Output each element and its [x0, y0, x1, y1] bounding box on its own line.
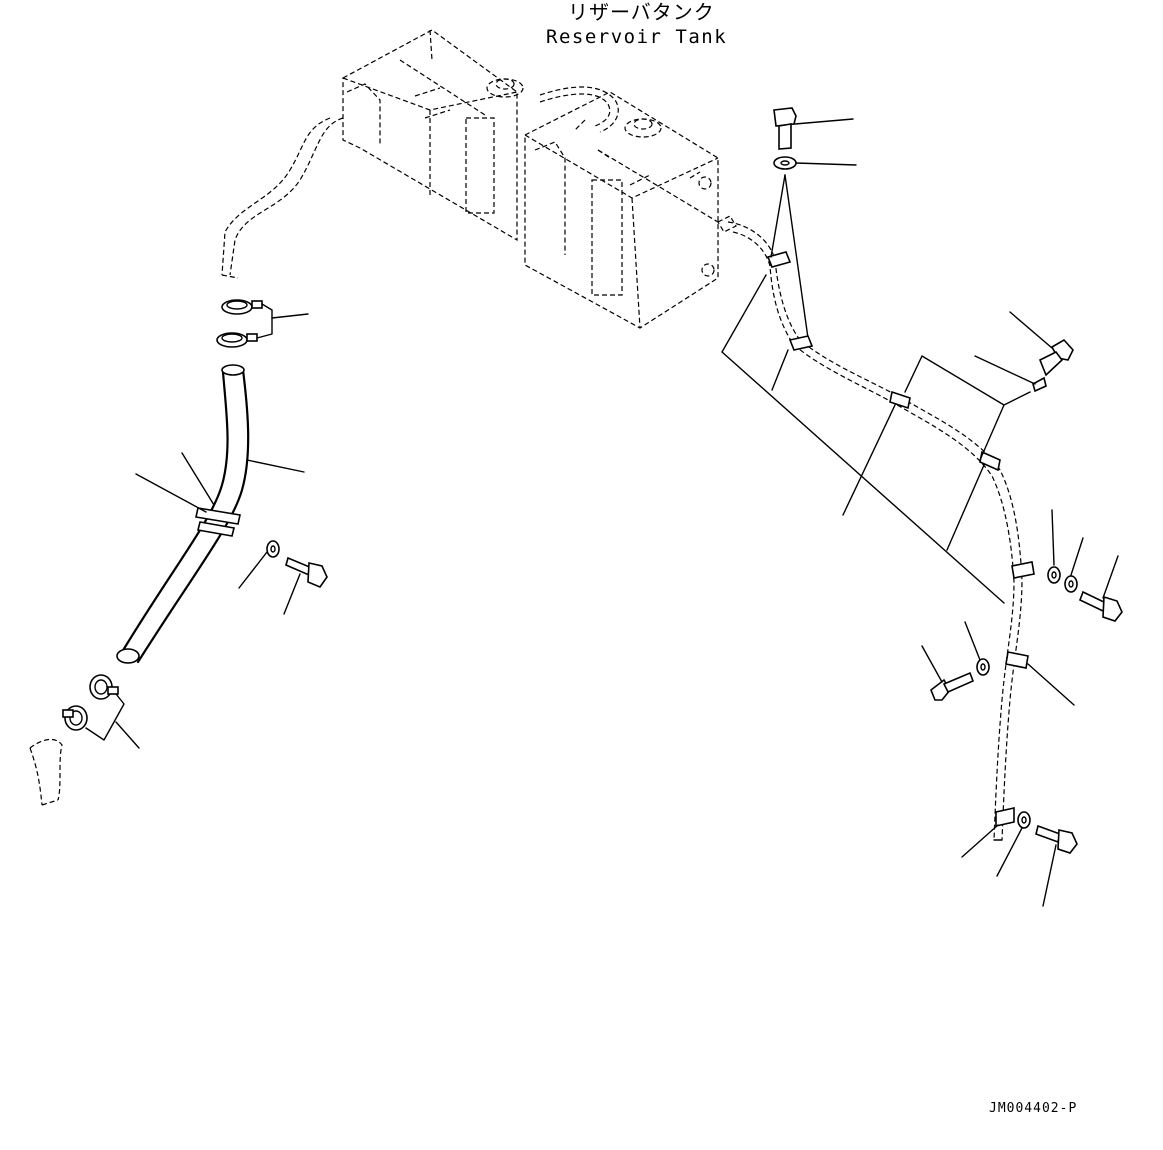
reservoir-tank-front — [524, 91, 719, 329]
tank-connecting-hose — [539, 86, 619, 159]
tube-clip-4 — [946, 450, 1001, 551]
title-english: Reservoir Tank — [546, 26, 728, 48]
tube-end-fitting — [597, 149, 737, 233]
washer-upper-right — [974, 355, 1047, 393]
bolt-upper-right — [1009, 311, 1074, 377]
washer-left — [238, 540, 280, 589]
tube-clip-3 — [842, 390, 911, 516]
bolt-lower-right — [921, 645, 975, 701]
washer-mid-right-2 — [1064, 537, 1084, 593]
bolt-top-right — [773, 107, 854, 150]
hose-clamp-lower — [62, 674, 140, 749]
washer-lower-right — [964, 621, 990, 676]
bolt-bottom-right — [1035, 824, 1078, 907]
reservoir-tank-rear — [342, 29, 524, 242]
bolt-mid-right — [1078, 555, 1123, 622]
hose-end-stub — [29, 738, 63, 806]
tube-clip-2 — [788, 335, 814, 351]
bracket-outline — [721, 274, 1031, 604]
metal-tube — [727, 221, 1023, 841]
hose-mounting-clamp — [135, 452, 241, 537]
hose-clamp-upper — [216, 299, 309, 348]
tube-clip-6 — [1005, 651, 1075, 706]
bolt-left — [283, 556, 328, 615]
title-japanese: リザーバタンク — [568, 0, 715, 24]
washer-top-right — [773, 156, 857, 170]
rubber-hose — [116, 364, 305, 664]
tank-outlet-hose — [221, 117, 344, 279]
tube-clip-7 — [961, 807, 1015, 858]
tube-clip-1 — [766, 174, 809, 339]
tube-clip-5 — [1011, 561, 1035, 579]
washer-bottom-right — [996, 811, 1031, 877]
washer-mid-right-1 — [1047, 509, 1061, 584]
drawing-code: JM004402-P — [989, 1101, 1078, 1116]
